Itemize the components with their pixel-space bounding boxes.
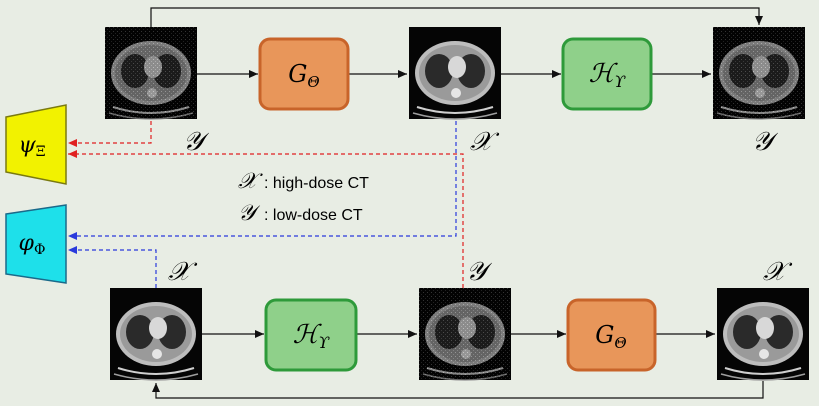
legend-y-symbol: 𝒴 <box>238 201 261 226</box>
legend-x-desc: : high-dose CT <box>264 175 369 192</box>
ct-image-bottom-middle <box>419 288 511 380</box>
legend-y-desc: : low-dose CT <box>264 207 363 224</box>
ct-image-bottom-input <box>109 287 203 381</box>
h-upsilon-block-bottom <box>264 298 358 372</box>
blue-dashed-path-top-x <box>68 121 457 240</box>
ct-image-bottom-output <box>716 287 810 381</box>
symbol-y-bottom-middle: 𝒴 <box>466 257 493 287</box>
phi-discriminator <box>5 204 67 284</box>
g-theta-label-top: GΘ <box>288 60 319 91</box>
red-dashed-path-top-y <box>68 121 152 147</box>
symbol-x-bottom-input: 𝒳 <box>168 257 198 287</box>
top-cycle-arrow <box>150 7 763 27</box>
psi-discriminator <box>5 104 67 185</box>
psi-label: ψΞ <box>18 133 45 160</box>
g-theta-block-bottom <box>566 298 657 372</box>
g-theta-block-top <box>258 37 350 111</box>
ct-image-top-middle <box>408 26 502 120</box>
symbol-x-bottom-output: 𝒳 <box>763 257 793 287</box>
h-upsilon-label-bottom: ℋϒ <box>293 320 331 352</box>
red-dashed-path-bottom-y <box>68 150 464 288</box>
phi-label: φΦ <box>19 231 46 258</box>
bottom-cycle-arrow <box>152 381 764 399</box>
h-upsilon-label-top: ℋϒ <box>589 59 627 91</box>
ct-image-top-output <box>713 27 805 119</box>
g-theta-label-bottom: GΘ <box>595 321 626 352</box>
symbol-x-top-middle: 𝒳 <box>470 127 500 157</box>
ct-image-top-input <box>105 27 197 119</box>
h-upsilon-block-top <box>561 37 653 111</box>
symbol-y-top-input: 𝒴 <box>183 127 210 157</box>
symbol-y-top-output: 𝒴 <box>752 127 779 157</box>
blue-dashed-path-bottom-x <box>68 246 157 288</box>
legend-x-symbol: 𝒳 <box>238 169 263 194</box>
